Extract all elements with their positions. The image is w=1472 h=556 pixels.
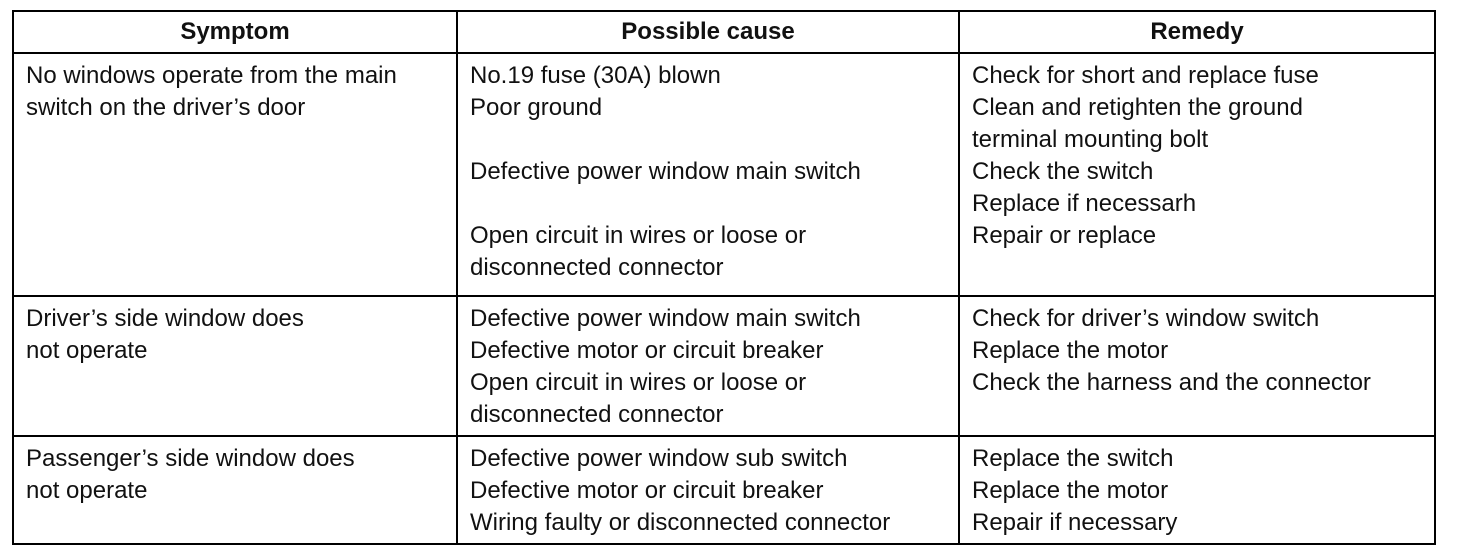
text-line: Defective motor or circuit breaker	[470, 477, 824, 504]
row-2-cause: Defective power window main switch Defec…	[458, 297, 960, 437]
row-3-cause: Defective power window sub switch Defect…	[458, 437, 960, 543]
text-line: switch on the driver’s door	[26, 94, 306, 121]
row-2-remedy: Check for driver’s window switch Replace…	[960, 297, 1434, 437]
row-3-remedy: Replace the switch Replace the motor Rep…	[960, 437, 1434, 543]
text-line: Poor ground	[470, 94, 603, 121]
text-line: No.19 fuse (30A) blown	[470, 62, 721, 89]
text-line: Replace the motor	[972, 477, 1169, 504]
row-3-symptom: Passenger’s side window does not operate	[14, 437, 458, 543]
text-line: Defective power window main switch	[470, 305, 861, 332]
row-1-symptom: No windows operate from the main switch …	[14, 54, 458, 297]
text-line: Open circuit in wires or loose or	[470, 369, 807, 396]
text-line: No windows operate from the main	[26, 62, 397, 89]
row-2-symptom: Driver’s side window does not operate	[14, 297, 458, 437]
text-line: Replace the motor	[972, 337, 1169, 364]
text-line: Passenger’s side window does	[26, 445, 355, 472]
text-line: disconnected connector	[470, 401, 724, 428]
text-line	[470, 188, 950, 220]
row-1-cause: No.19 fuse (30A) blown Poor ground Defec…	[458, 54, 960, 297]
text-line: Driver’s side window does	[26, 305, 304, 332]
text-line: Open circuit in wires or loose or	[470, 222, 807, 249]
text-line: Check the switch	[972, 158, 1154, 185]
text-line: Check the harness and the connector	[972, 369, 1371, 396]
text-line: Defective power window sub switch	[470, 445, 848, 472]
text-line: Wiring faulty or disconnected connector	[470, 509, 891, 536]
text-line: not operate	[26, 337, 148, 364]
text-line: Defective motor or circuit breaker	[470, 337, 824, 364]
troubleshooting-table: Symptom Possible cause Remedy No windows…	[12, 10, 1436, 545]
text-line: Defective power window main switch	[470, 158, 861, 185]
row-1-remedy: Check for short and replace fuse Clean a…	[960, 54, 1434, 297]
text-line: not operate	[26, 477, 148, 504]
header-symptom: Symptom	[14, 12, 458, 54]
text-line: Repair if necessary	[972, 509, 1178, 536]
text-line: terminal mounting bolt	[972, 126, 1209, 153]
text-line: Clean and retighten the ground	[972, 94, 1303, 121]
header-possible-cause: Possible cause	[458, 12, 960, 54]
header-remedy: Remedy	[960, 12, 1434, 54]
text-line: Repair or replace	[972, 222, 1157, 249]
text-line: Replace the switch	[972, 445, 1174, 472]
text-line	[470, 124, 950, 156]
text-line: disconnected connector	[470, 254, 724, 281]
text-line: Check for short and replace fuse	[972, 62, 1319, 89]
text-line: Check for driver’s window switch	[972, 305, 1320, 332]
text-line: Replace if necessarh	[972, 190, 1197, 217]
